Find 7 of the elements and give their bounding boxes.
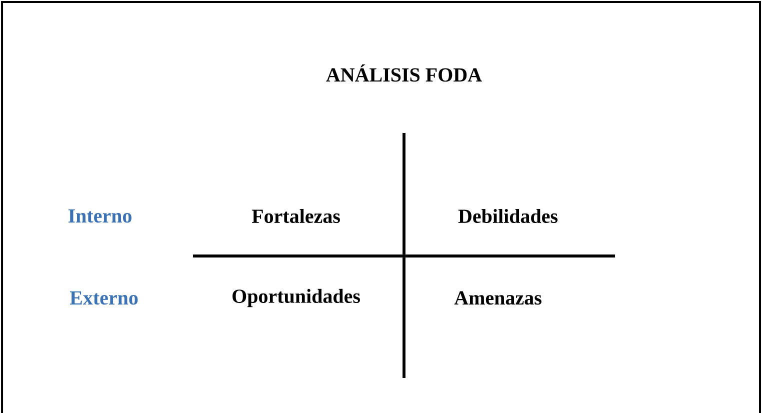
- quadrant-label: Amenazas: [454, 291, 542, 305]
- row-label: Interno: [68, 209, 132, 223]
- row-label: Externo: [70, 291, 138, 305]
- quadrant-label: Oportunidades: [232, 288, 360, 308]
- quadrant-label: Debilidades: [458, 208, 558, 224]
- quadrant-label: Fortalezas: [252, 208, 340, 224]
- title: ANÁLISIS FODA: [326, 64, 482, 82]
